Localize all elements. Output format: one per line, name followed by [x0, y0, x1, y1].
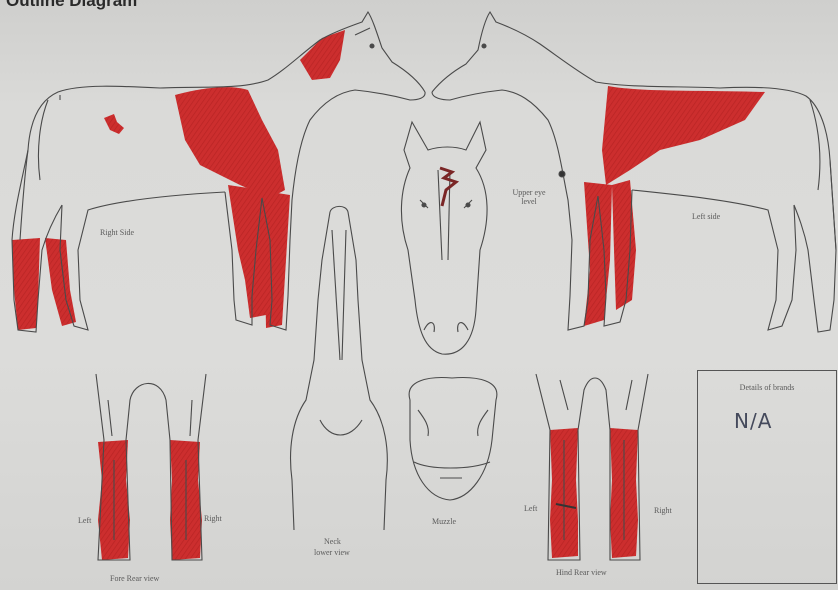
- left-side-markings: [584, 86, 765, 326]
- label-right-side: Right Side: [100, 228, 134, 237]
- label-hind-rear-view: Hind Rear view: [556, 568, 607, 577]
- label-hind-right: Right: [654, 506, 672, 515]
- label-fore-rear-view: Fore Rear view: [110, 574, 159, 583]
- right-side-markings: [12, 30, 345, 330]
- neck-lower-view: [291, 206, 388, 530]
- label-left-side: Left side: [692, 212, 720, 221]
- hind-leg-markings: [550, 428, 638, 558]
- hind-rear-view: [536, 374, 648, 560]
- label-fore-right: Right: [204, 514, 222, 523]
- right-side-horse: [12, 12, 425, 332]
- brand-mark: [440, 168, 456, 206]
- brands-details-box: Details of brands N/A: [697, 370, 837, 584]
- label-upper-eye-level: Upper eye level: [506, 188, 552, 206]
- label-hind-left: Left: [524, 504, 537, 513]
- label-neck: Neck: [324, 537, 341, 546]
- label-muzzle: Muzzle: [432, 517, 456, 526]
- left-side-horse: [432, 12, 836, 332]
- fore-rear-view: [96, 374, 206, 560]
- brands-title: Details of brands: [698, 383, 836, 392]
- label-fore-left: Left: [78, 516, 91, 525]
- head-front-view: [401, 122, 487, 354]
- label-neck-lower-view: lower view: [314, 548, 350, 557]
- muzzle-view: [409, 378, 497, 500]
- brands-value: N/A: [734, 409, 772, 433]
